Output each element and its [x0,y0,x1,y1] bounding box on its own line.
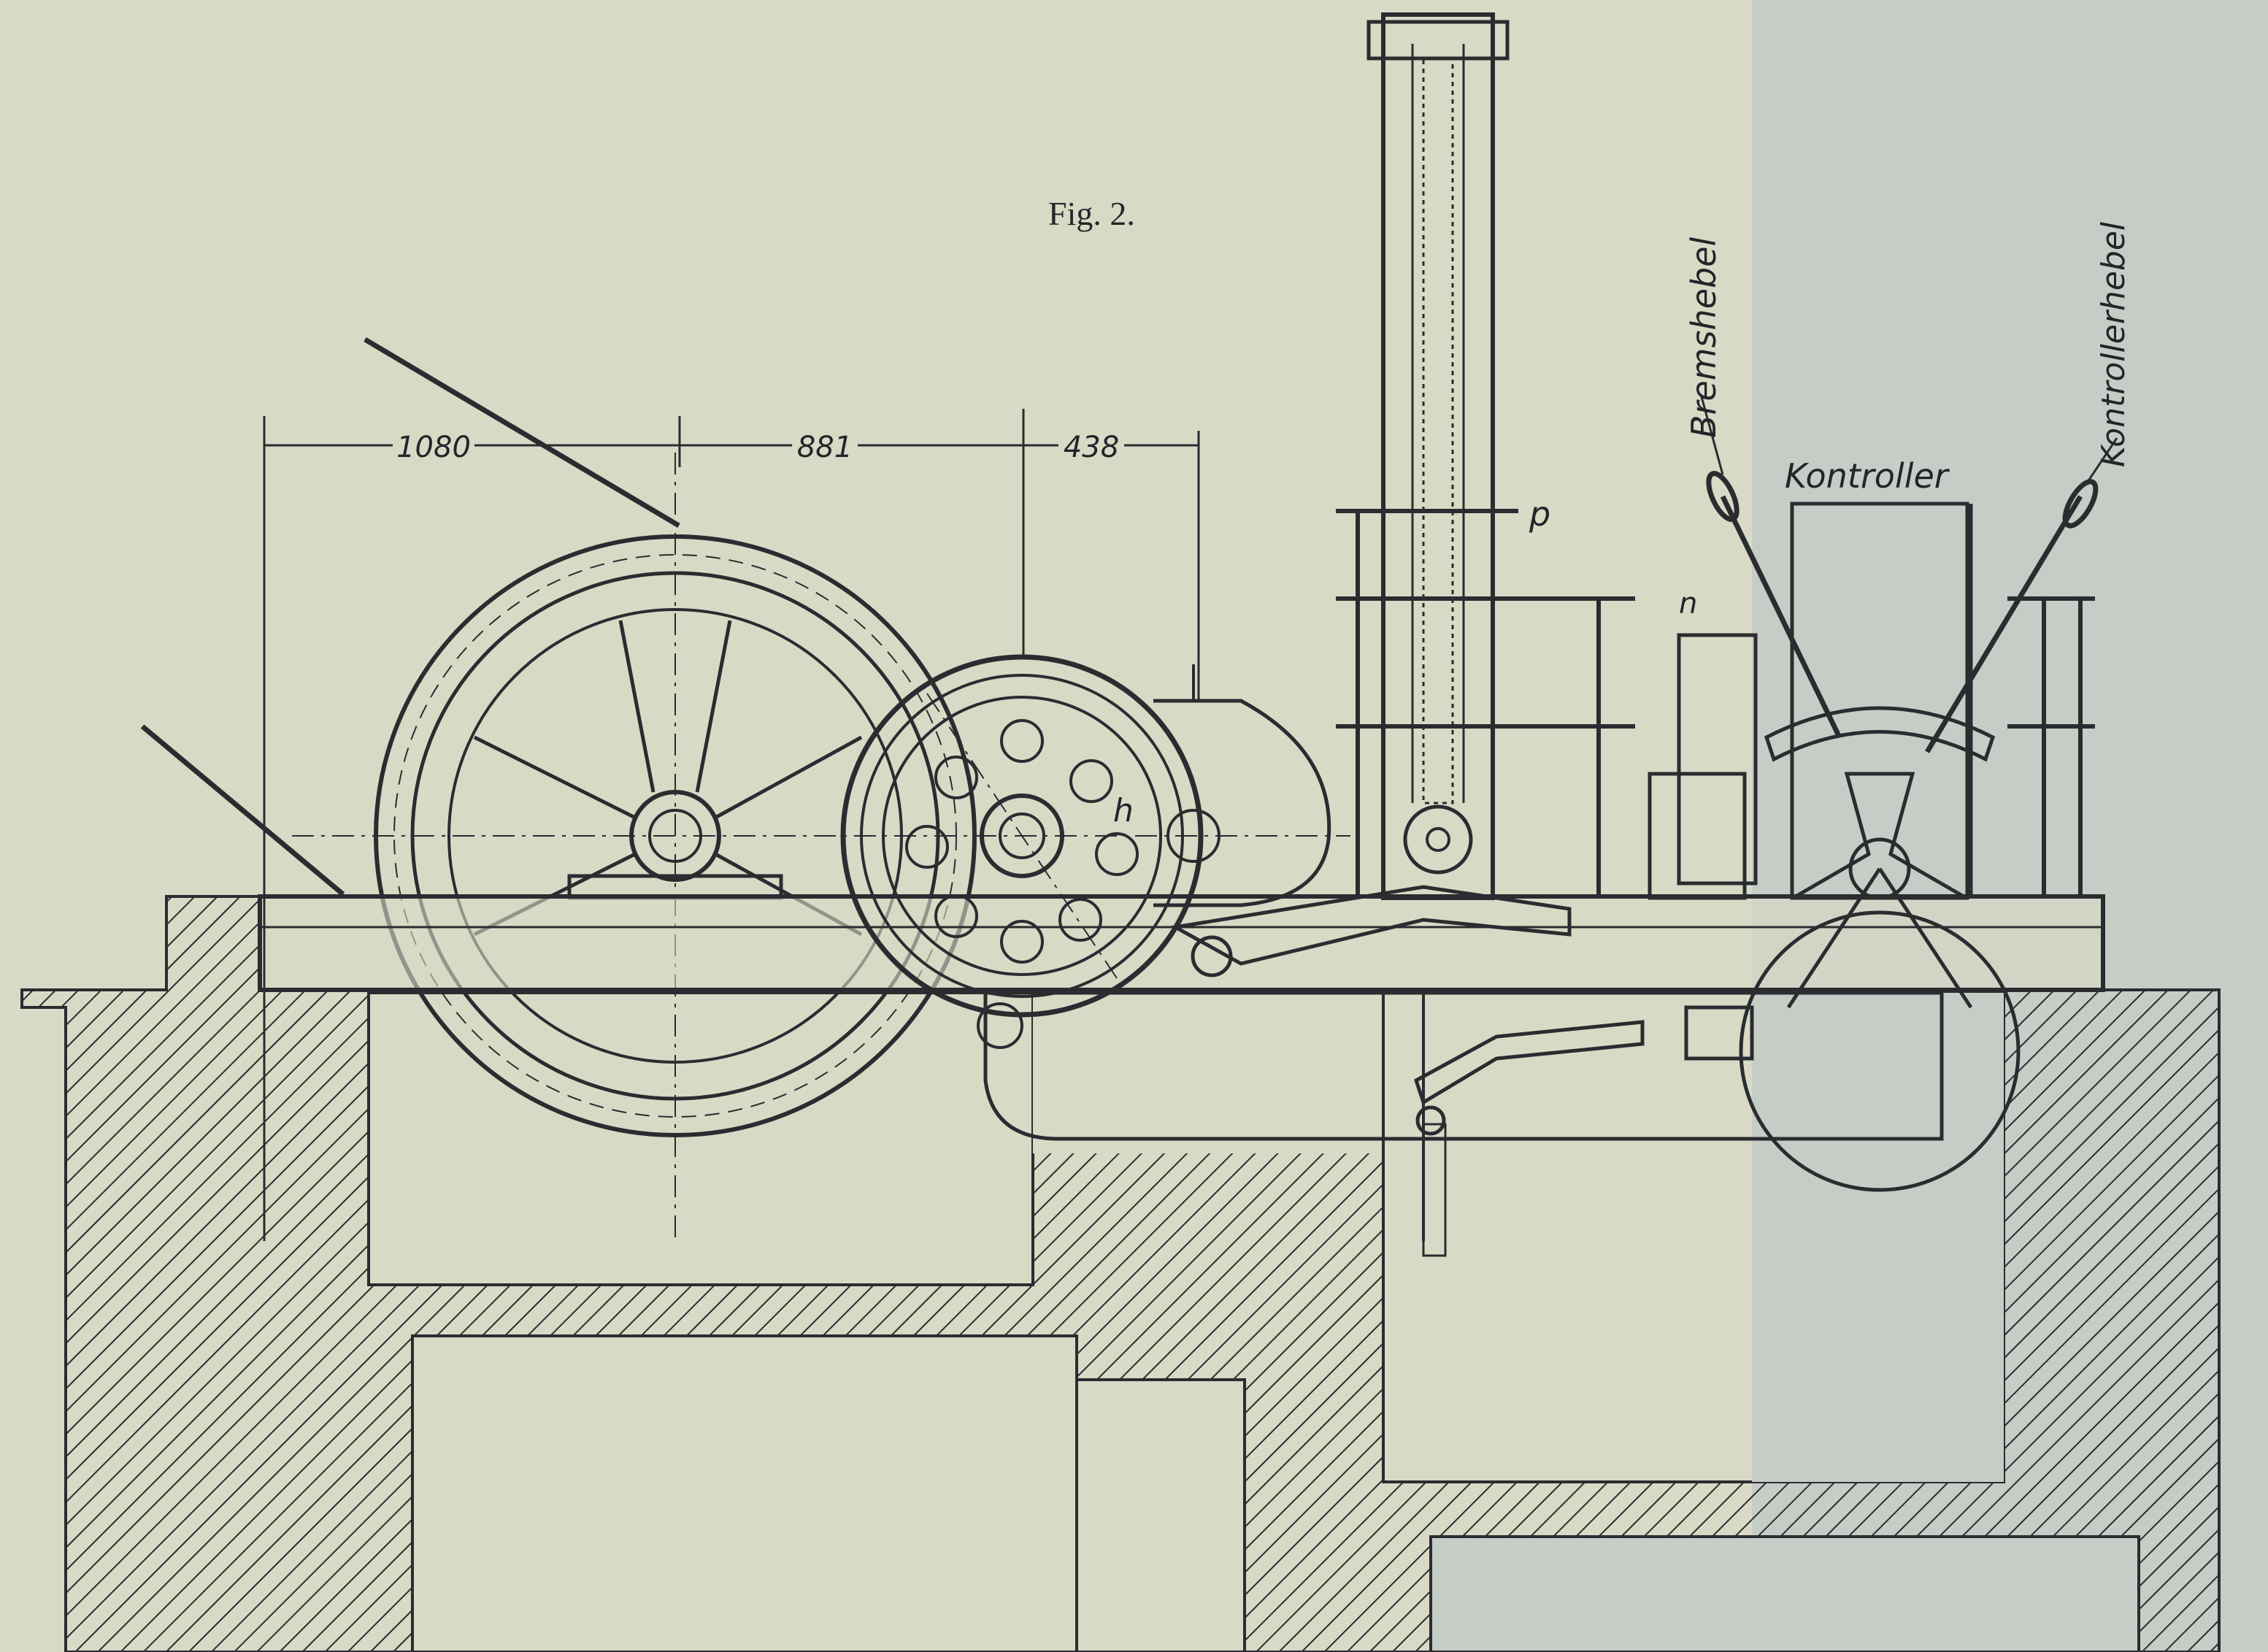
label-p: p [1529,494,1550,534]
label-h: h [1113,792,1134,829]
label-bremshebel: Bremshebel [1684,237,1723,438]
dimension-881: 881 [797,431,853,464]
foundation [20,895,2221,1652]
dimension-line [263,409,1200,1241]
controller [1739,502,2021,1192]
rope-sheave [292,453,1350,1241]
dimension-1080: 1080 [396,431,471,464]
rope-upper [364,337,680,529]
brake-disc [1153,664,1331,907]
rope-lower [140,724,345,896]
winding-drum [840,654,1204,1049]
contactor-n [1648,633,1758,1061]
label-n: n [1679,587,1697,621]
depth-indicator-column [1366,12,1510,1257]
railing [1336,509,2095,896]
label-kontroller: Kontroller [1785,456,1950,496]
figure-caption: Fig. 2. [1048,195,1135,232]
levers [1699,393,2118,753]
dimension-438: 438 [1064,431,1119,464]
label-kontrollerhebel: Kontrollerhebel [2095,221,2132,467]
